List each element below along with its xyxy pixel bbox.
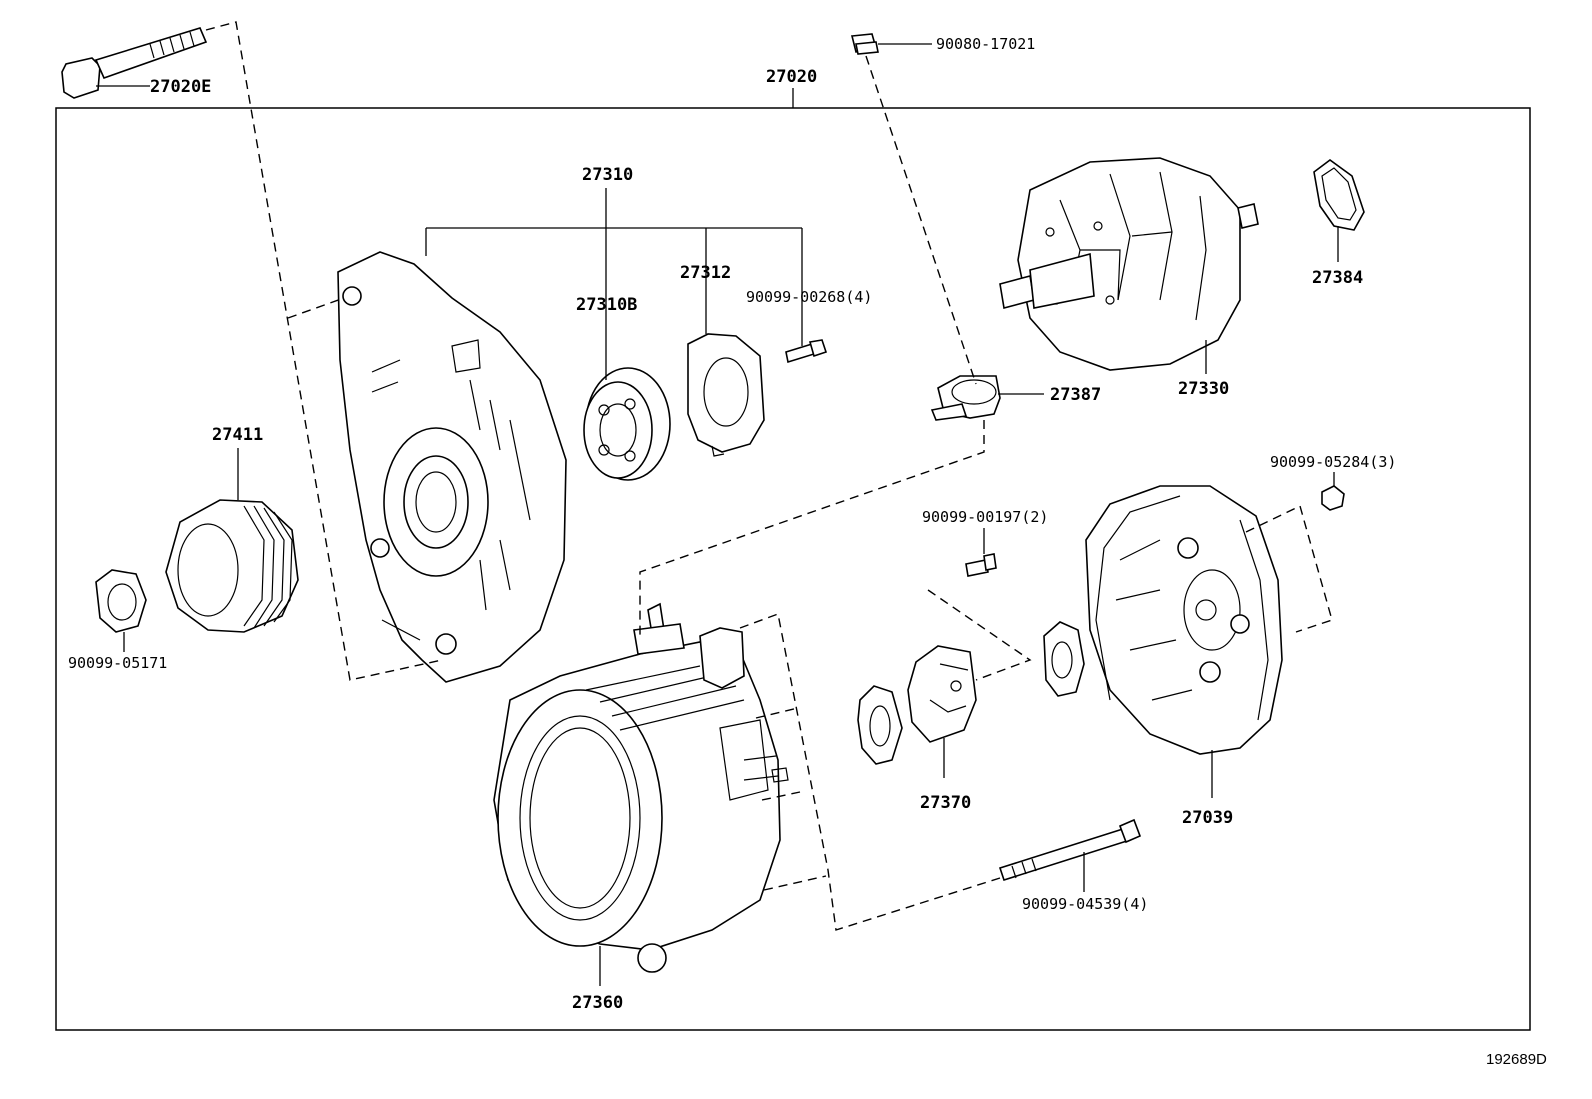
gasket-right[interactable] — [1043, 621, 1085, 697]
label-90080-17021: 90080-17021 — [936, 35, 1035, 53]
ring-27384[interactable] — [1313, 159, 1365, 231]
bolt-27020E[interactable] — [61, 27, 208, 99]
bearing-27310B[interactable] — [583, 367, 671, 481]
pulley-27411[interactable] — [165, 499, 299, 633]
label-27330: 27330 — [1178, 379, 1229, 399]
label-27411: 27411 — [212, 425, 263, 445]
brush-holder-27370[interactable] — [907, 645, 977, 743]
stator-frame-27360[interactable] — [493, 602, 789, 973]
screw-90099-00197[interactable] — [965, 553, 997, 577]
label-27384: 27384 — [1312, 268, 1363, 288]
through-bolt-90099-04539[interactable] — [998, 818, 1142, 882]
rotor-27330[interactable] — [999, 157, 1259, 371]
label-27387: 27387 — [1050, 385, 1101, 405]
label-27310B: 27310B — [576, 295, 637, 315]
bearing-retainer-27312[interactable] — [687, 333, 765, 457]
drive-end-frame-27310[interactable] — [337, 251, 567, 683]
alignment-dashes — [205, 21, 1333, 931]
label-27370: 27370 — [920, 793, 971, 813]
nut-90099-05171[interactable] — [95, 569, 147, 633]
leader-27310 — [425, 188, 803, 380]
nut-90099-05284[interactable] — [1321, 485, 1345, 511]
screw-90099-00268[interactable] — [785, 339, 828, 364]
bearing-cover-27387[interactable] — [930, 375, 1001, 421]
figure-id: 192689D — [1486, 1051, 1547, 1068]
label-27020E: 27020E — [150, 77, 211, 97]
label-27312: 27312 — [680, 263, 731, 283]
label-27360: 27360 — [572, 993, 623, 1013]
gasket-left[interactable] — [857, 685, 903, 765]
label-90099-04539: 90099-04539(4) — [1022, 895, 1148, 913]
label-90099-00268: 90099-00268(4) — [746, 288, 872, 306]
label-27310: 27310 — [582, 165, 633, 185]
label-27020: 27020 — [766, 67, 817, 87]
end-cover-27039[interactable] — [1085, 485, 1283, 755]
label-90099-00197: 90099-00197(2) — [922, 508, 1048, 526]
insulator-90080-17021[interactable] — [850, 33, 879, 55]
label-90099-05284: 90099-05284(3) — [1270, 453, 1396, 471]
label-90099-05171: 90099-05171 — [68, 654, 167, 672]
label-27039: 27039 — [1182, 808, 1233, 828]
